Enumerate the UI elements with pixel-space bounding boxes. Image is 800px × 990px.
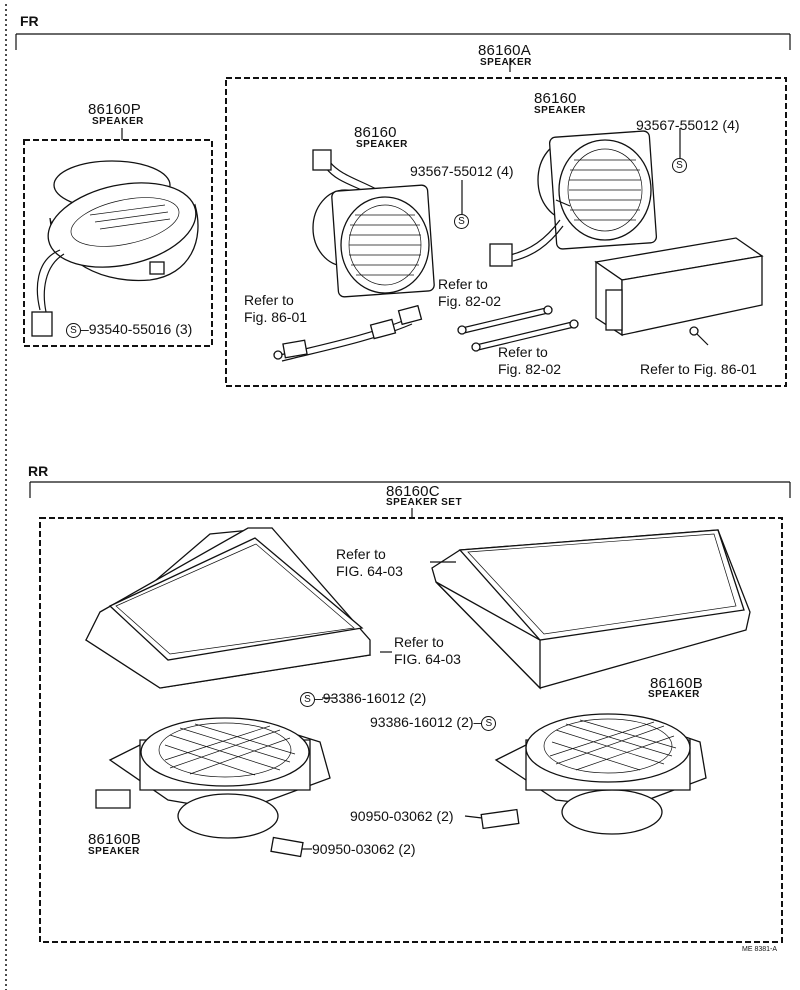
qty-93567-mid: (4): [496, 163, 514, 179]
qty-93567-right: (4): [722, 117, 740, 133]
clip-callout-left: 90950-03062 (2): [312, 842, 416, 856]
speaker-rear-right-drawing: [494, 713, 707, 835]
harness-drawing: [273, 304, 423, 362]
part-number-93567-mid: 93567-55012: [410, 163, 493, 179]
part-number-93567-right: 93567-55012: [636, 117, 719, 133]
qty-90950-left: (2): [398, 841, 416, 857]
cover-right-drawing: [431, 529, 751, 690]
speaker-set-box: [39, 517, 783, 943]
ref-strap-top: Refer to Fig. 82-02: [438, 276, 502, 309]
speaker-p-drawing: [31, 160, 199, 337]
part-number-93386-right: 93386-16012: [370, 714, 453, 730]
part-number-86160c: 86160C: [386, 483, 440, 500]
front-section-bracket: [15, 33, 791, 72]
screw-callout-93386-left: S–93386-16012 (2): [300, 691, 426, 707]
ref-strap-bottom: Refer to Fig. 82-02: [498, 344, 562, 377]
ref-cover-right: Refer to FIG. 64-03: [336, 546, 403, 579]
part-name-86160c: SPEAKER SET: [386, 497, 463, 508]
part-number-86160b-right: 86160B: [650, 675, 703, 692]
rear-section-bracket: [29, 481, 791, 518]
screw-symbol-right: S: [672, 158, 687, 174]
clip-callout-right: 90950-03062 (2): [350, 809, 454, 823]
speaker-front-right-drawing: [489, 130, 658, 267]
strap-drawing: [457, 305, 579, 352]
leader: [555, 199, 571, 207]
part-number-90950-left: 90950-03062: [312, 841, 395, 857]
qty-90950-right: (2): [436, 808, 454, 824]
speaker-p-box: [23, 139, 213, 347]
part-name-86160-left: SPEAKER: [356, 139, 408, 150]
amplifier-drawing: [594, 237, 764, 346]
ref-bolt: Refer to Fig. 86-01: [640, 361, 757, 377]
screw-callout-93567-mid: 93567-55012 (4): [410, 164, 514, 178]
part-number-93386-left: 93386-16012: [322, 690, 406, 706]
part-name-86160b-left: SPEAKER: [88, 846, 140, 857]
part-name-86160p: SPEAKER: [92, 116, 144, 127]
figure-code: ME 8381-A: [742, 946, 778, 953]
screw-callout-93567-right: 93567-55012 (4): [636, 118, 740, 132]
part-number-86160-left: 86160: [354, 124, 397, 141]
screw-callout-93386-right: 93386-16012 (2)–S: [370, 714, 497, 731]
part-number-86160a: 86160A: [478, 42, 531, 59]
part-number-86160p: 86160P: [88, 101, 141, 118]
part-name-86160b-right: SPEAKER: [648, 689, 700, 700]
qty-93386-left: (2): [409, 690, 427, 706]
part-number-93540: 93540-55016: [88, 321, 172, 337]
clip-left-drawing: [270, 836, 304, 858]
section-label-front: FR: [20, 13, 39, 29]
screw-symbol: S: [300, 691, 315, 707]
screw-symbol-mid: S: [454, 214, 469, 230]
clip-right-drawing: [480, 808, 520, 830]
qty-93540: (3): [175, 321, 193, 337]
part-number-86160-right: 86160: [534, 90, 577, 107]
speaker-assy-a-box: [225, 77, 787, 387]
cover-left-drawing: [84, 527, 372, 689]
qty-93386-right: (2): [456, 714, 474, 730]
speaker-rear-left-drawing: [95, 717, 331, 839]
part-number-90950-right: 90950-03062: [350, 808, 433, 824]
part-name-86160-right: SPEAKER: [534, 105, 586, 116]
ref-cover-left: Refer to FIG. 64-03: [394, 634, 461, 667]
ref-harness: Refer to Fig. 86-01: [244, 292, 308, 325]
part-name-86160a: SPEAKER: [480, 57, 532, 68]
speaker-front-left-drawing: [312, 149, 435, 298]
screw-symbol: S: [481, 715, 497, 731]
part-number-86160b-left: 86160B: [88, 831, 141, 848]
screw-callout-93540: S–93540-55016 (3): [66, 322, 192, 338]
screw-symbol: S: [66, 322, 81, 338]
section-label-rear: RR: [28, 463, 49, 479]
